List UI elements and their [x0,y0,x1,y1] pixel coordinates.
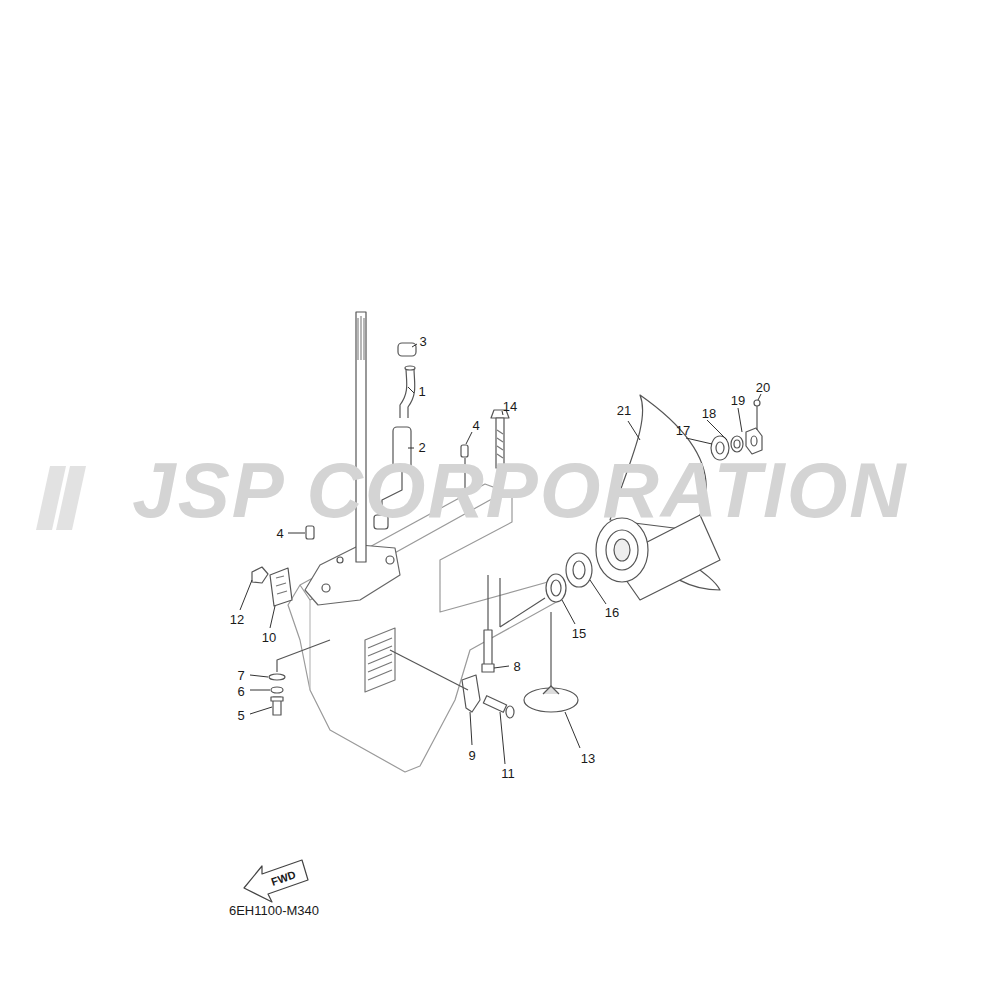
grommet [398,343,416,356]
water-inlet [365,628,395,692]
callout-number: 19 [731,394,745,407]
callout-number: 14 [503,400,517,413]
callout-number: 10 [262,631,276,644]
callout-number: 18 [702,407,716,420]
callout-number: 4 [472,419,479,432]
drawing-code: 6EH1100-M340 [229,904,319,917]
watermark: JSP CORPORATION [132,451,907,529]
fwd-arrow [244,860,308,902]
callout-number: 11 [501,767,515,780]
trim-tab [462,675,480,712]
callout-number: 16 [605,606,619,619]
callout-number: 3 [419,335,426,348]
callout-number: 15 [572,627,586,640]
anode [270,568,292,606]
callout-number: 13 [581,752,595,765]
callout-number: 5 [237,709,244,722]
callout-number: 21 [617,404,631,417]
callout-number: 20 [756,381,770,394]
callout-number: 6 [237,685,244,698]
callout-number: 7 [237,669,244,682]
watermark-logo [36,466,86,530]
callout-number: 8 [513,660,520,673]
pump-housing [305,545,400,605]
callout-number: 1 [418,385,425,398]
callout-number: 12 [230,613,244,626]
leader-lines [240,344,761,764]
callout-number: 17 [676,424,690,437]
callout-number: 9 [468,749,475,762]
